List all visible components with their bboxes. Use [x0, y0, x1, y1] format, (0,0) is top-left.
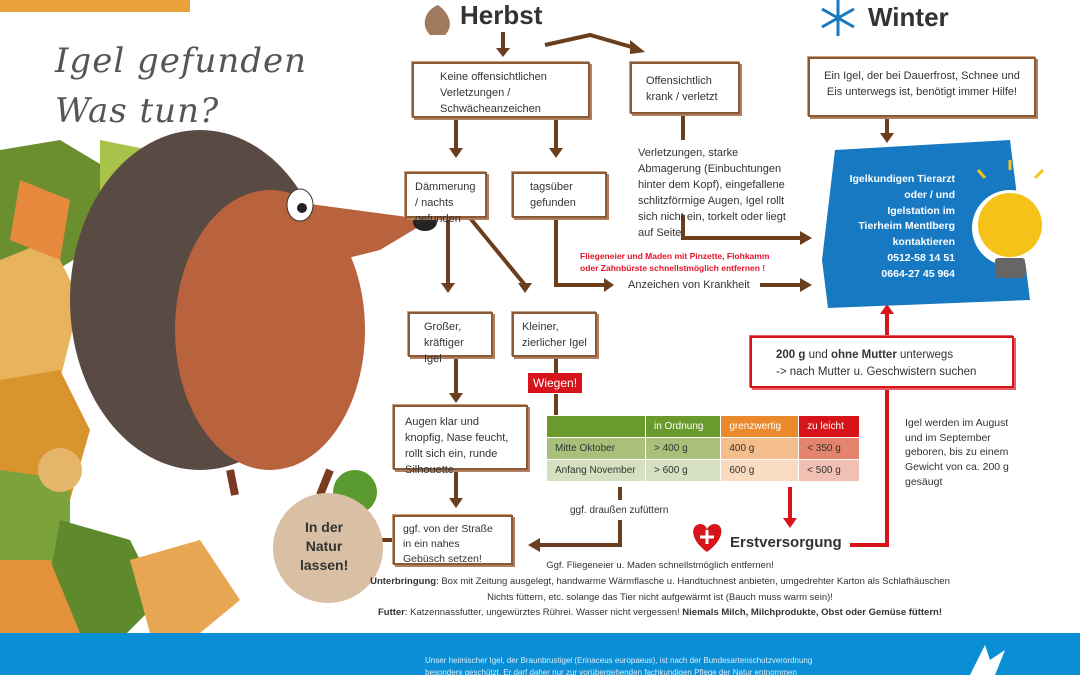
box-strasse: ggf. von der Straße in ein nahes Gebüsch…	[393, 515, 513, 565]
contact-line: oder / und	[904, 188, 955, 201]
organization-logo	[970, 645, 1005, 675]
table-row: Anfang November > 600 g 600 g < 500 g	[546, 459, 860, 482]
heart-firstaid-icon	[693, 524, 722, 552]
table-cell: < 500 g	[798, 459, 860, 482]
contact-panel-bg	[822, 140, 1030, 308]
table-cell: > 600 g	[644, 459, 722, 482]
mutter-bold: ohne Mutter	[831, 349, 897, 361]
table-cell: Anfang November	[546, 459, 646, 482]
flow-arrows	[375, 32, 889, 547]
box-ohne-mutter: 200 g und ohne Mutter unterwegs -> nach …	[750, 336, 1014, 388]
natur-circle	[273, 493, 383, 603]
text: : Katzennassfutter, ungewürztes Rührei. …	[404, 607, 683, 618]
born-info: Igel werden im August und im September g…	[905, 417, 1009, 488]
unterbringung-label: Unterbringung	[370, 576, 437, 587]
herbst-heading: Herbst	[460, 0, 543, 30]
box-keine-verletzungen: Keine offensichtlichen Verletzungen / Sc…	[412, 62, 590, 118]
krankheit-label: Anzeichen von Krankheit	[628, 279, 750, 291]
table-cell: Mitte Oktober	[546, 437, 646, 460]
warning-text: Fliegeneier und Maden mit Pinzette, Floh…	[580, 251, 770, 274]
phone-number[interactable]: 0664-27 45 964	[881, 267, 955, 280]
bottom-line-2: Unterbringung: Box mit Zeitung ausgelegt…	[300, 576, 1020, 587]
table-header: zu leicht	[798, 415, 860, 438]
table-cell: > 400 g	[644, 437, 722, 460]
snowflake-icon	[821, 0, 855, 36]
text: und	[805, 349, 831, 361]
contact-panel: Igelkundigen Tierarzt oder / und Igelsta…	[835, 172, 955, 282]
natur-label: In der Natur lassen!	[300, 519, 349, 573]
weight-table: in Ordnung grenzwertig zu leicht Mitte O…	[546, 415, 860, 482]
contact-line: Igelstation im	[887, 204, 955, 217]
box-tagsueber: tagsüber gefunden	[512, 172, 607, 218]
footer: Unser heimischer Igel, der Braunbrustige…	[0, 633, 1080, 677]
table-header: in Ordnung	[644, 415, 722, 438]
table-cell: < 350 g	[798, 437, 860, 460]
table-cell: 400 g	[720, 437, 800, 460]
footer-line: Unser heimischer Igel, der Braunbrustige…	[425, 656, 813, 665]
futter-label: Futter	[377, 607, 405, 618]
box-grosser-igel: Großer, kräftiger Igel	[408, 312, 493, 365]
symptoms-text: Verletzungen, starke Abmagerung (Einbuch…	[638, 147, 786, 239]
autumn-leaves-decoration	[0, 0, 240, 650]
weight-bold: 200 g	[776, 349, 806, 361]
text: unterwegs	[896, 349, 954, 361]
box-winter: Ein Igel, der bei Dauerfrost, Schnee und…	[808, 57, 1036, 117]
winter-heading: Winter	[868, 2, 949, 32]
footer-line: besonders geschützt. Er darf daher nur z…	[425, 668, 797, 677]
bottom-line-4: Futter: Katzennassfutter, ungewürztes Rü…	[300, 607, 1020, 618]
table-cell: 600 g	[720, 459, 800, 482]
light-bulb-icon	[972, 160, 1048, 278]
oak-leaf-icon	[424, 5, 450, 35]
box-augen-klar: Augen klar und knopfig, Nase feucht, rol…	[393, 405, 528, 476]
box-daemmerung: Dämmerung / nachts gefunden	[405, 172, 487, 225]
bottom-line-3: Nichts füttern, etc. solange das Tier ni…	[487, 592, 833, 603]
title-line-1: Igel gefunden	[55, 41, 308, 81]
contact-line: Igelkundigen Tierarzt	[849, 173, 955, 185]
contact-line: kontaktieren	[892, 236, 955, 248]
erstversorgung-heading: Erstversorgung	[730, 534, 842, 551]
mutter-line-2: -> nach Mutter u. Geschwistern suchen	[776, 365, 977, 378]
bottom-line-1: Ggf. Fliegeneier u. Maden schnellstmögli…	[546, 560, 774, 571]
title-line-2: Was tun?	[55, 91, 220, 131]
text: : Box mit Zeitung ausgelegt, handwarme W…	[436, 576, 950, 587]
page-title: Igel gefunden Was tun?	[55, 36, 307, 136]
hedgehog-illustration	[70, 130, 437, 497]
wiegen-label: Wiegen!	[528, 373, 583, 393]
zufuettern-label: ggf. draußen zufüttern	[570, 505, 669, 516]
box-kleiner-igel: Kleiner, zierlicher Igel	[512, 312, 597, 357]
warning-bold: Niemals Milch, Milchprodukte, Obst oder …	[682, 607, 943, 618]
table-header: grenzwertig	[720, 415, 800, 438]
contact-line: Tierheim Mentlberg	[858, 220, 955, 233]
phone-number[interactable]: 0512-58 14 51	[887, 251, 955, 264]
table-row: Mitte Oktober > 400 g 400 g < 350 g	[546, 437, 860, 460]
table-header	[546, 415, 646, 438]
box-krank-verletzt: Offensichtlich krank / verletzt	[630, 62, 740, 114]
red-flow-arrows	[788, 312, 889, 547]
